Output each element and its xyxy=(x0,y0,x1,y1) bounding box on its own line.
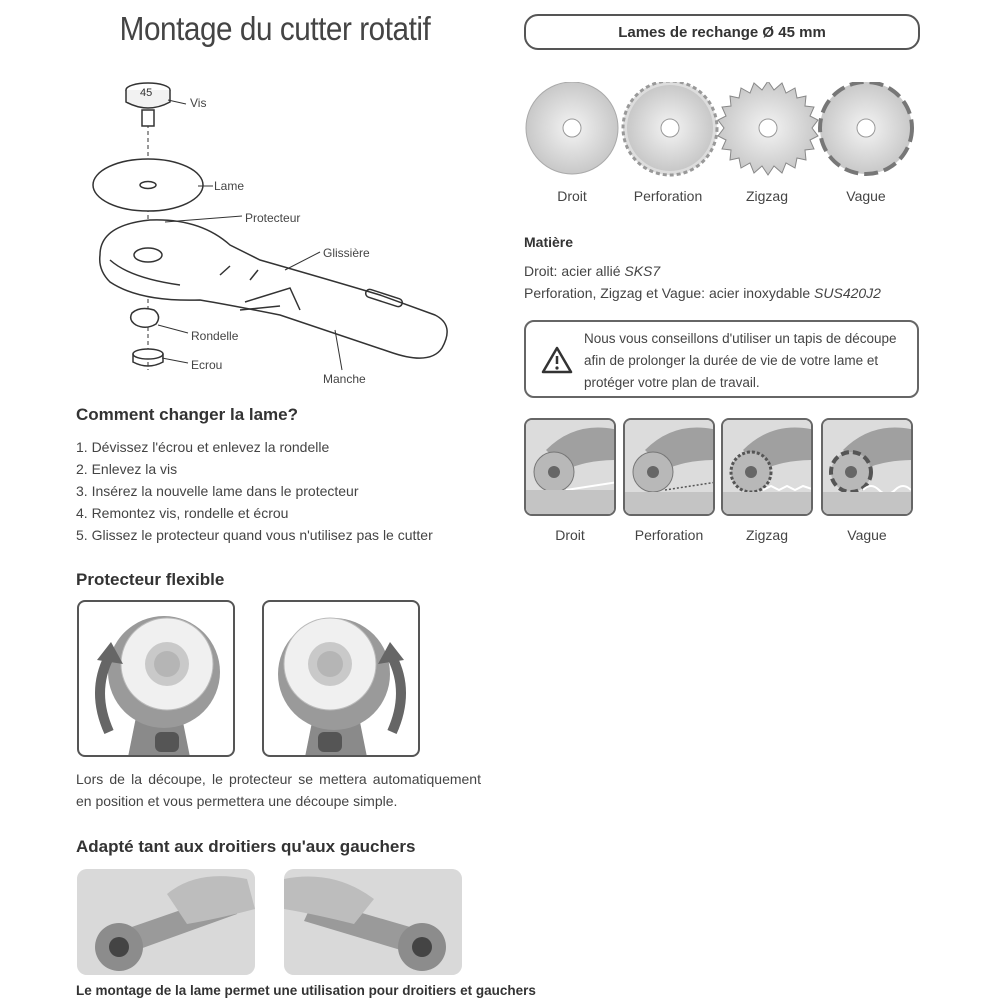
guard-right-image xyxy=(262,600,420,757)
step-item: 1. Dévissez l'écrou et enlevez la rondel… xyxy=(76,439,330,455)
material-line-1-text: Droit: acier allié xyxy=(524,263,625,279)
assembly-diagram: 45 xyxy=(92,82,448,371)
material-code-1: SKS7 xyxy=(624,263,661,279)
blade-name: Perforation xyxy=(633,188,703,204)
label-manche: Manche xyxy=(323,372,366,386)
flexible-heading: Protecteur flexible xyxy=(76,570,225,589)
label-protecteur: Protecteur xyxy=(245,211,301,225)
blade-name: Vague xyxy=(846,188,886,204)
advice-box: Nous vous conseillons d'utiliser un tapi… xyxy=(524,320,919,398)
step-item: 5. Glissez le protecteur quand vous n'ut… xyxy=(76,527,433,543)
step-item: 4. Remontez vis, rondelle et écrou xyxy=(76,505,289,521)
demo-perforation-photo xyxy=(623,418,715,516)
demo-name: Droit xyxy=(555,527,585,543)
demo-zigzag-photo xyxy=(721,418,813,516)
blade-straight-icon xyxy=(525,82,619,175)
guard-left-image xyxy=(77,600,235,757)
label-vis: Vis xyxy=(190,96,207,110)
hands-caption: Le montage de la lame permet une utilisa… xyxy=(76,983,536,998)
blade-images xyxy=(525,82,914,177)
label-lame: Lame xyxy=(214,179,245,193)
label-ecrou: Ecrou xyxy=(191,358,223,372)
blade-zigzag-icon xyxy=(717,82,819,176)
change-blade-heading: Comment changer la lame? xyxy=(76,405,299,424)
demo-name: Perforation xyxy=(634,527,704,543)
blade-perforation-icon xyxy=(621,82,719,177)
left-hand-photo xyxy=(284,869,462,975)
step-item: 3. Insérez la nouvelle lame dans le prot… xyxy=(76,483,359,499)
demo-straight-photo xyxy=(524,418,616,516)
page-title: Montage du cutter rotatif xyxy=(119,10,431,47)
material-heading: Matière xyxy=(524,234,574,250)
material-code-2: SUS420J2 xyxy=(814,285,881,301)
blades-heading-box: Lames de rechange Ø 45 mm xyxy=(524,14,920,50)
label-rondelle: Rondelle xyxy=(191,329,239,343)
advice-text: Nous vous conseillons d'utiliser un tapi… xyxy=(584,331,897,390)
demo-name: Vague xyxy=(847,527,887,543)
blade-wave-icon xyxy=(818,82,914,176)
material-line-1: Droit: acier allié SKS7 xyxy=(524,260,660,282)
material-line-2: Perforation, Zigzag et Vague: acier inox… xyxy=(524,282,881,304)
material-line-2-text: Perforation, Zigzag et Vague: acier inox… xyxy=(524,285,815,301)
step-item: 2. Enlevez la vis xyxy=(76,461,178,477)
flexible-text: Lors de la découpe, le protecteur se met… xyxy=(76,771,481,809)
blade-name: Zigzag xyxy=(745,188,789,204)
screw-mark: 45 xyxy=(140,87,152,99)
blade-name: Droit xyxy=(557,188,587,204)
demo-wave-photo xyxy=(821,418,913,516)
steps-list: 1. Dévissez l'écrou et enlevez la rondel… xyxy=(76,436,433,546)
warning-triangle-icon xyxy=(541,346,573,374)
hands-heading: Adapté tant aux droitiers qu'aux gaucher… xyxy=(76,837,416,856)
demo-name: Zigzag xyxy=(745,527,789,543)
label-glissiere: Glissière xyxy=(323,246,370,260)
right-hand-photo xyxy=(77,869,255,975)
blades-heading: Lames de rechange Ø 45 mm xyxy=(618,23,826,41)
